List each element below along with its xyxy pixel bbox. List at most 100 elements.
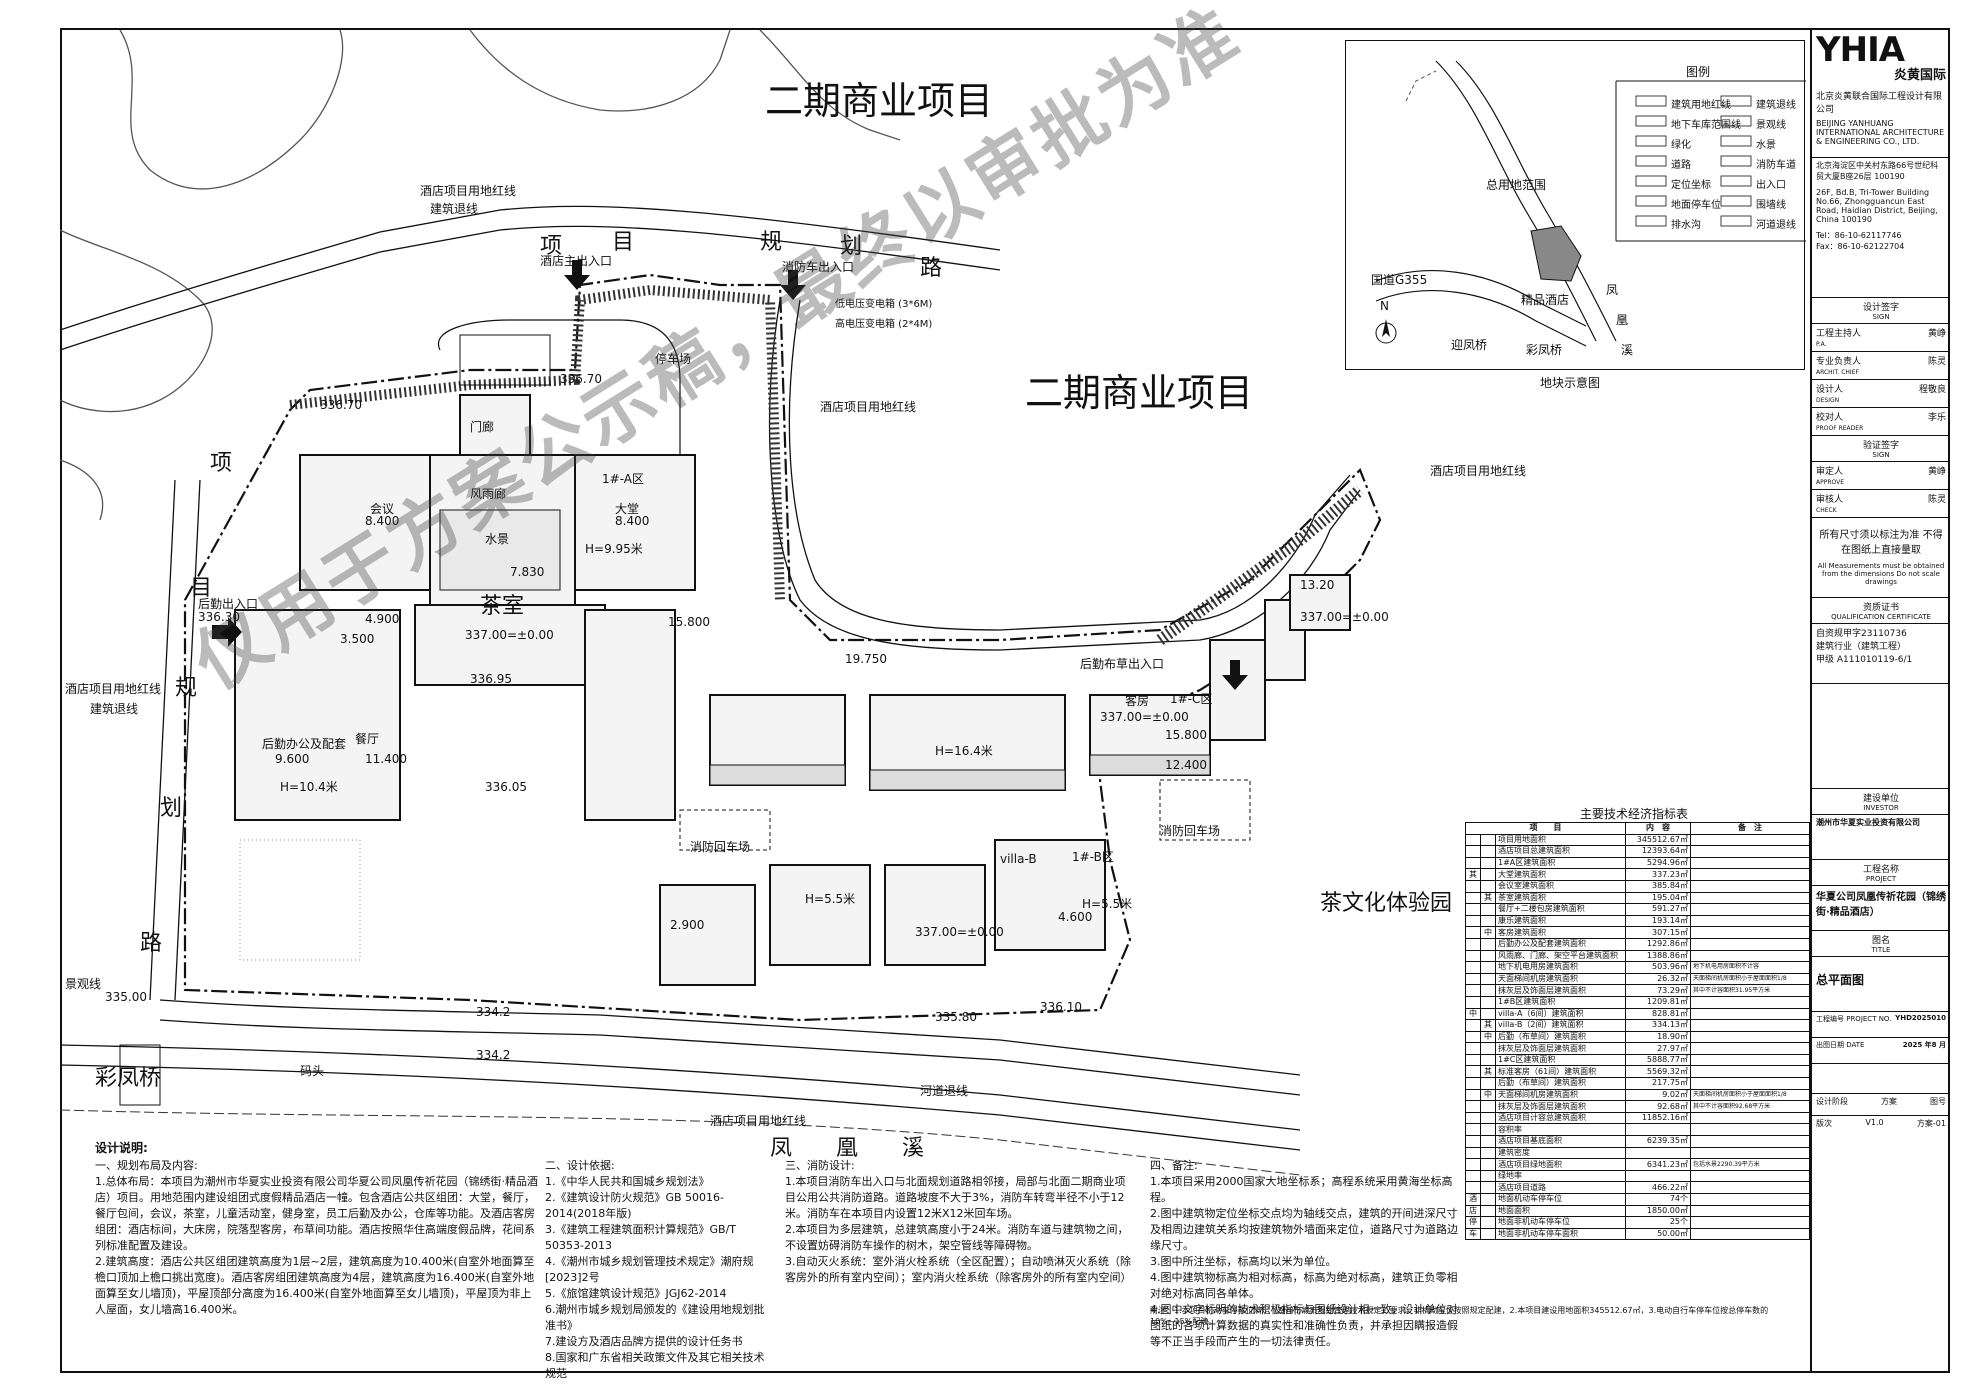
table-cell: 地面面积 — [1495, 1204, 1626, 1218]
elev-5: 336.05 — [485, 780, 527, 794]
table-cell: 地下机电用房建筑面积 — [1495, 961, 1626, 974]
table-cell: 车 — [1465, 1227, 1481, 1241]
table-cell — [1480, 1146, 1496, 1160]
table-cell — [1465, 1077, 1481, 1090]
drawing-title: 图名 — [1871, 936, 1890, 946]
title-block: YHIA 炎黄国际 北京炎黄联合国际工程设计有限公司 BEIJING YANHU… — [1810, 28, 1950, 1373]
table-cell: 建筑密度 — [1495, 1146, 1626, 1160]
fax: Fax：86-10-62122704 — [1816, 242, 1905, 251]
table-cell — [1480, 868, 1496, 881]
table-cell: 后勤办公及配套建筑面积 — [1495, 937, 1626, 951]
table-cell: 抹灰层及饰面层建筑面积 — [1495, 1100, 1626, 1113]
table-cell: 抹灰层及饰面层建筑面积 — [1495, 984, 1626, 997]
tb-qual: 自资规甲字23110736 建筑行业（建筑工程） 甲级 A111010119-6… — [1812, 624, 1950, 684]
elev-3: 337.00=±0.00 — [465, 628, 554, 642]
table-cell — [1465, 1065, 1481, 1079]
table-cell — [1690, 995, 1810, 1009]
elev-10: 335.80 — [935, 1010, 977, 1024]
table-cell: 天面梯间机房面积小于屋面面积1/8 — [1690, 1088, 1810, 1102]
table-cell: 酒店项目道路 — [1495, 1181, 1626, 1194]
notes-section-3: 三、消防设计: 1.本项目消防车出入口与北面规划道路相邻接，局部与北面二期商业项… — [785, 1158, 1135, 1286]
tb-blank — [1812, 684, 1950, 789]
room-meeting: 会议 — [370, 502, 395, 516]
role-3-cn: 设计人 — [1816, 385, 1844, 395]
inset-label-road: 国道G355 — [1371, 273, 1428, 287]
table-cell — [1465, 1158, 1481, 1171]
verify-title: 验证签字 — [1862, 441, 1899, 451]
table-cell — [1465, 1030, 1481, 1044]
table-cell — [1690, 891, 1810, 905]
logo-cn: 炎黄国际 — [1893, 68, 1946, 83]
tb-sign-header: 设计签字 SIGN — [1812, 298, 1950, 324]
building-1c-balconies — [709, 754, 1211, 791]
table-cell — [1690, 926, 1810, 939]
road-west-4: 划 — [160, 796, 183, 821]
tb-address: 北京海淀区中关村东路66号世纪科贸大厦B座26层 100190 26F, Bd.… — [1812, 158, 1950, 298]
table-cell: 其 — [1480, 891, 1496, 905]
sign-title: 设计签字 — [1862, 303, 1899, 313]
notes-s4-1: 1.本项目采用2000国家大地坐标系；高程系统采用黄海坐标高程。 — [1150, 1175, 1453, 1204]
project-name: 华夏公司凤凰传祈花园（锦绣街·精品酒店） — [1812, 886, 1950, 931]
approver-2-en: CHECK — [1816, 507, 1837, 514]
elev-2: 336.70 — [560, 372, 602, 386]
entrance-service: 后勤出入口 — [198, 597, 259, 611]
approver-2-name: 陈灵 — [1927, 495, 1946, 505]
table-cell — [1480, 879, 1496, 893]
inset-label-hotel: 精品酒店 — [1521, 293, 1570, 307]
room-restaurant: 餐厅 — [355, 732, 380, 746]
table-cell: 大堂建筑面积 — [1495, 868, 1626, 881]
road-west-3: 规 — [175, 676, 198, 701]
role-2-cn: 专业负责人 — [1816, 357, 1862, 367]
table-cell: 其中不计容面积31.95平方米 — [1690, 984, 1810, 997]
table-cell: 334.13㎡ — [1625, 1019, 1691, 1032]
table-title: 主要技术经济指标表 — [1580, 807, 1689, 821]
elev-14: 337.00=±0.00 — [1300, 610, 1389, 624]
table-cell — [1690, 1065, 1810, 1079]
table-cell: 其 — [1480, 1019, 1496, 1032]
level-8: 13.20 — [1300, 578, 1335, 592]
inset-label-boundary: 总用地范围 — [1486, 178, 1547, 192]
table-cell: 5294.96㎡ — [1625, 856, 1691, 870]
table-cell — [1690, 1123, 1810, 1137]
table-header-row: 项 目内 容备 注 — [1465, 822, 1810, 835]
area-water: 水景 — [485, 532, 510, 546]
area-corridor: 风雨廊 — [470, 487, 507, 501]
area-parking: 停车场 — [655, 352, 692, 366]
water-feature — [439, 509, 561, 591]
table-cell — [1465, 1019, 1481, 1032]
table-cell — [1690, 879, 1810, 893]
table-cell: 地面机动车停车位 — [1495, 1193, 1626, 1206]
date: 2025 年8 月 — [1902, 1041, 1946, 1049]
table-cell: 酒店项目基底面积 — [1495, 1135, 1626, 1148]
elev-4: 336.95 — [470, 672, 512, 686]
table-cell: 绿地率 — [1495, 1169, 1626, 1183]
level-10: 12.400 — [1165, 758, 1207, 772]
parking-loop — [437, 319, 681, 470]
table-cell: 1#B区建筑面积 — [1495, 995, 1626, 1009]
table-cell — [1480, 1216, 1496, 1229]
table-cell — [1690, 914, 1810, 928]
table-row: 绿地率 — [1465, 1169, 1810, 1183]
table-cell — [1465, 949, 1481, 963]
table-cell: 其中不计容面积92.68平方米 — [1690, 1100, 1810, 1113]
table-cell: 停 — [1465, 1216, 1481, 1229]
notes-s4-5: 4.图中文字标明的技术积极指标与图纸设计相一致，设计单位对图纸的各项计算数据的真… — [1150, 1303, 1458, 1348]
height-1: H=9.95米 — [585, 542, 643, 556]
entrance-linen: 后勤布草出入口 — [1080, 657, 1165, 671]
notes-s2-1: 1.《中华人民共和国城乡规划法》 — [545, 1175, 710, 1188]
red-line-label-3: 酒店项目用地红线 — [1430, 464, 1527, 478]
table-cell — [1465, 1042, 1481, 1055]
legend-item-9: 定位坐标 — [1671, 180, 1711, 191]
table-cell: 天面梯间机房建筑面积 — [1495, 1088, 1626, 1102]
sheet-label: 图号 — [1930, 1097, 1946, 1106]
villa-label: villa-B — [1000, 852, 1037, 866]
table-cell — [1480, 1169, 1496, 1183]
table-row: 建筑密度 — [1465, 1146, 1810, 1160]
tb-verify-header: 验证签字 SIGN — [1812, 436, 1950, 462]
